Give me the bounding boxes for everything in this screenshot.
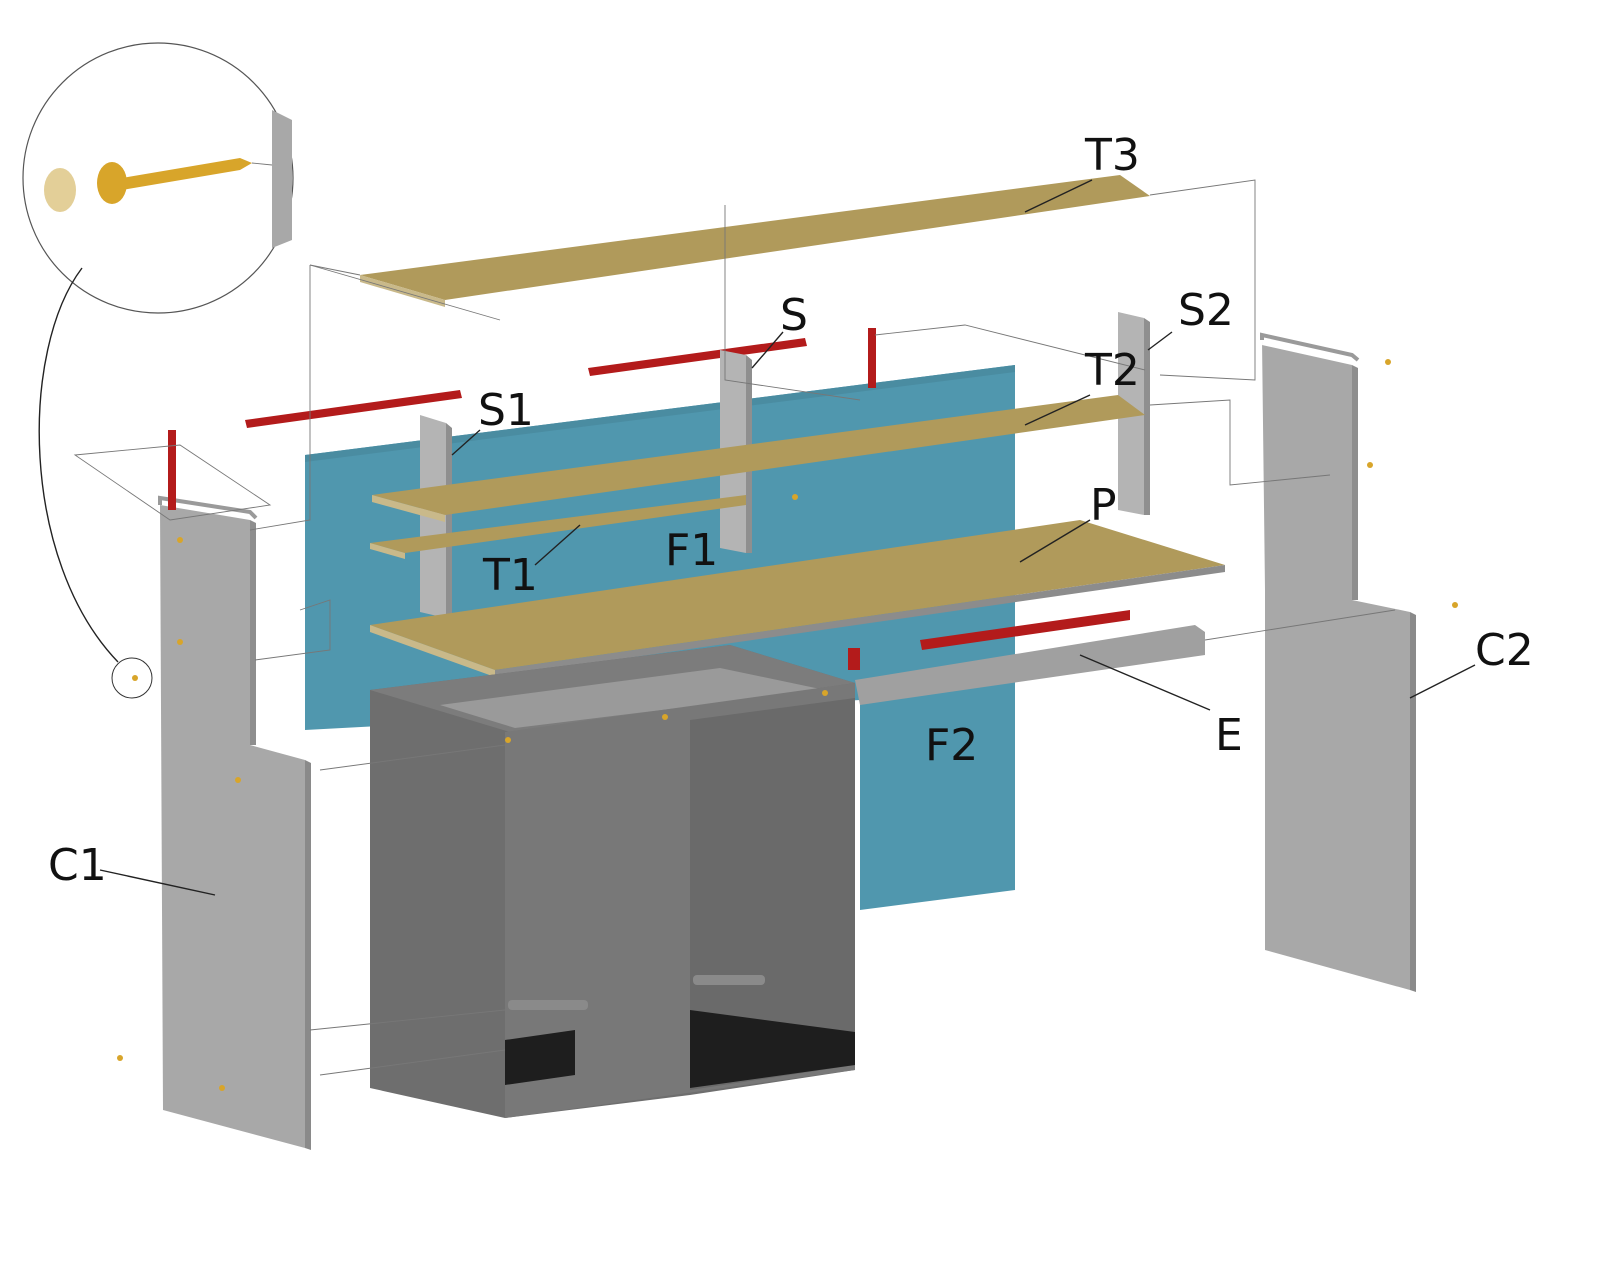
shelf-e (855, 625, 1205, 705)
base-cabinet (370, 645, 855, 1118)
shelf-t1 (370, 495, 746, 559)
label-c2: C2 (1475, 625, 1534, 676)
screws (117, 359, 1458, 1091)
assembly-guides (73, 179, 1396, 1076)
screw-detail-callout (22, 42, 294, 699)
label-s: S (780, 290, 808, 341)
red-rails (168, 328, 1130, 670)
shelf-t3 (360, 175, 1150, 307)
label-f1: F1 (665, 525, 718, 576)
side-panel-c1 (158, 495, 311, 1150)
label-c1: C1 (48, 840, 107, 891)
shelf-t2 (372, 395, 1145, 522)
label-s2: S2 (1178, 285, 1234, 336)
label-leaders (99, 179, 1476, 896)
part-labels: T3 S S2 S1 T2 P F1 T1 C2 E F2 C1 (48, 130, 1534, 891)
label-e: E (1215, 710, 1243, 761)
label-p: P (1090, 480, 1117, 531)
label-f2: F2 (925, 720, 978, 771)
label-t3: T3 (1084, 130, 1140, 181)
worktop-p (370, 520, 1225, 677)
label-t2: T2 (1084, 345, 1140, 396)
screw-cap-icon (44, 168, 76, 212)
label-s1: S1 (478, 385, 534, 436)
label-t1: T1 (482, 550, 538, 601)
side-panel-c2 (1260, 332, 1416, 992)
